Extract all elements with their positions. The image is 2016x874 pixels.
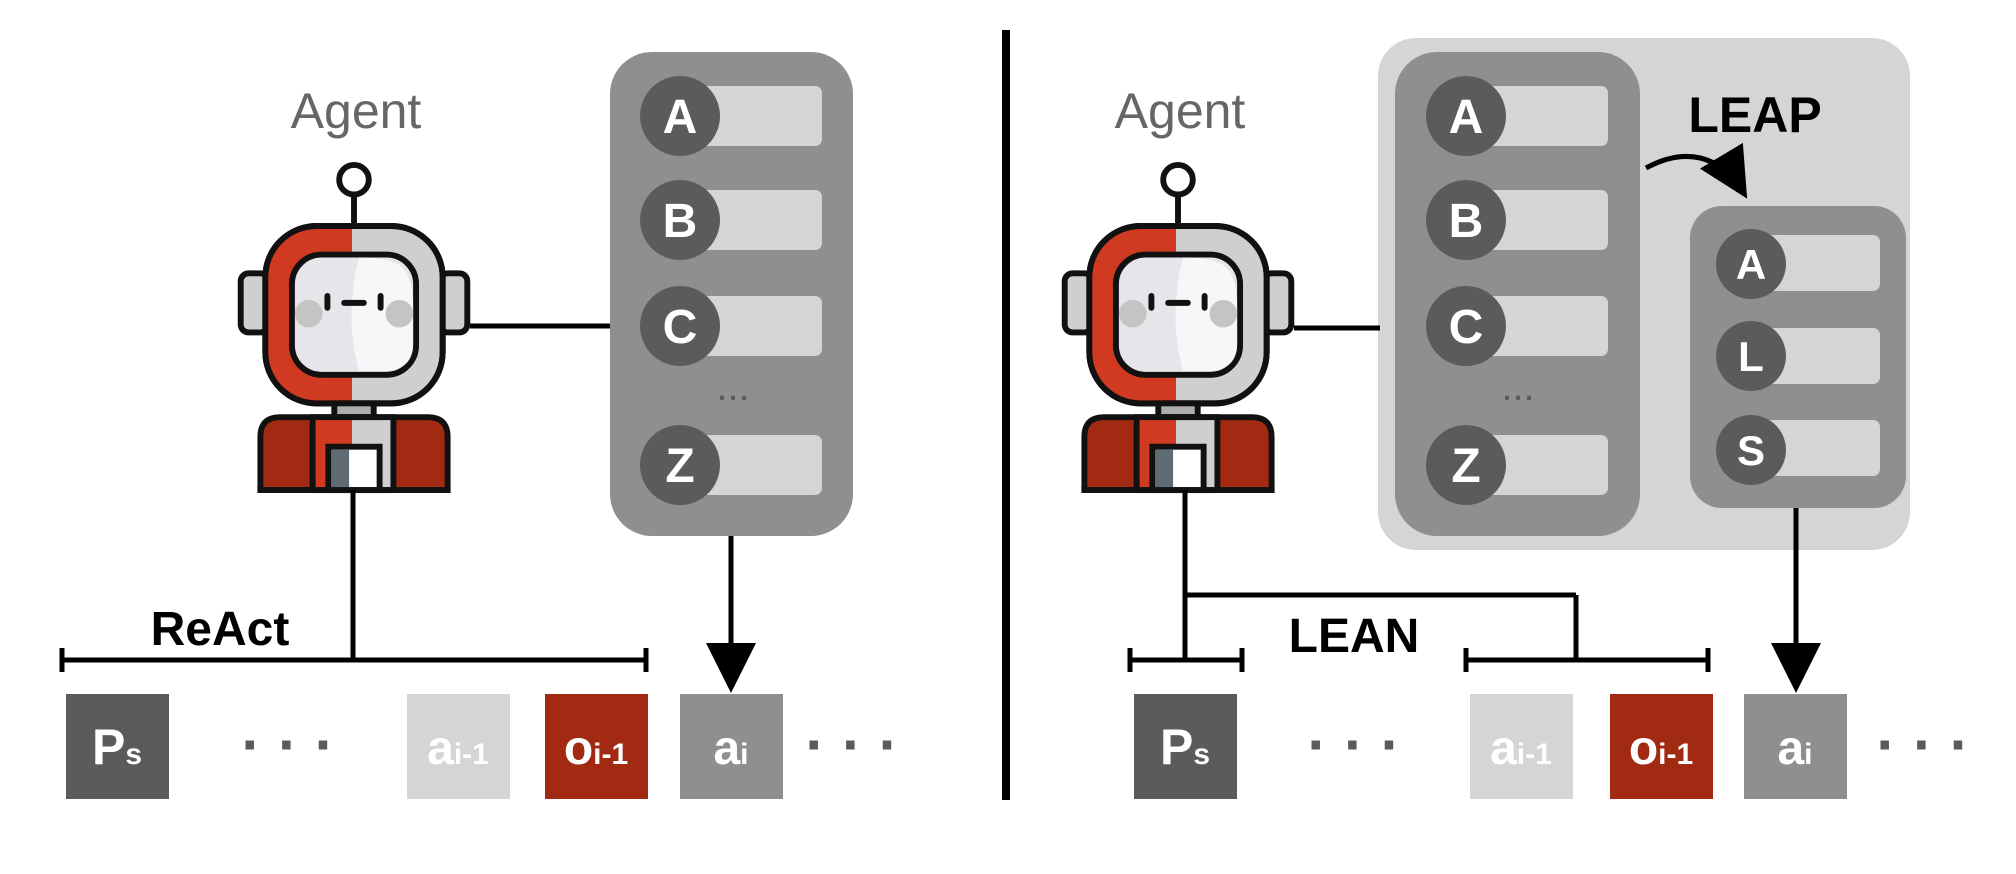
left-prev-action-token: ai-1 (407, 694, 510, 799)
selected-tool-panel: A L S (1690, 206, 1906, 508)
left-prev-action-main: a (427, 722, 454, 775)
left-prompt-token: Ps (66, 694, 169, 799)
selected-tool-l: L (1716, 321, 1880, 391)
selected-tool-s-label: S (1737, 427, 1765, 474)
right-prev-action-main: a (1490, 722, 1517, 775)
right-prev-obs-main: o (1629, 722, 1658, 775)
lean-label: LEAN (1289, 610, 1420, 663)
right-tool-c: C (1426, 286, 1608, 366)
right-trailing-ellipsis: · · · (1876, 711, 1969, 778)
left-tool-b: B (640, 180, 822, 260)
right-action-token: ai (1744, 694, 1847, 799)
left-tool-a-label: A (663, 91, 698, 144)
left-prompt-sub: s (125, 738, 142, 771)
right-sequence: Ps · · · ai-1 oi-1 ai · · · (1134, 694, 1970, 799)
svg-text:Ps: Ps (92, 719, 142, 775)
right-action-main: a (1777, 722, 1804, 775)
left-prev-obs-main: o (564, 722, 593, 775)
right-tool-z-label: Z (1451, 440, 1480, 493)
right-tool-b: B (1426, 180, 1608, 260)
left-tool-b-label: B (663, 195, 698, 248)
svg-text:Ps: Ps (1160, 719, 1210, 775)
left-agent-label: Agent (291, 83, 422, 139)
right-prompt-sub: s (1193, 738, 1210, 771)
left-tool-ellipsis: ... (716, 365, 749, 409)
svg-text:oi-1: oi-1 (1629, 722, 1693, 775)
left-prompt-main: P (92, 719, 125, 775)
lean-bracket-left (1127, 648, 1245, 672)
selected-tool-a-label: A (1736, 241, 1766, 288)
left-tool-c: C (640, 286, 822, 366)
right-robot-icon (1065, 165, 1292, 490)
svg-text:ai: ai (713, 722, 748, 775)
left-tool-z-label: Z (665, 440, 694, 493)
right-tool-ellipsis: ... (1501, 365, 1534, 409)
right-panel: Agent A B C ... (1065, 38, 1970, 799)
right-agent-label: Agent (1115, 83, 1246, 139)
right-tool-b-label: B (1449, 195, 1484, 248)
left-tool-c-label: C (663, 301, 698, 354)
selected-tool-s: S (1716, 415, 1880, 485)
right-action-sub: i (1804, 738, 1812, 771)
right-sequence-ellipsis: · · · (1307, 711, 1400, 778)
left-prev-action-sub: i-1 (454, 738, 489, 771)
react-label: ReAct (151, 603, 290, 656)
right-tool-a: A (1426, 76, 1608, 156)
left-action-main: a (713, 722, 740, 775)
svg-text:ai-1: ai-1 (1490, 722, 1552, 775)
left-prev-obs-sub: i-1 (593, 738, 628, 771)
left-action-sub: i (740, 738, 748, 771)
right-tool-z: Z (1426, 425, 1608, 505)
selected-tool-a: A (1716, 229, 1880, 299)
right-prev-action-sub: i-1 (1517, 738, 1552, 771)
left-tool-a: A (640, 76, 822, 156)
react-bracket (59, 648, 649, 672)
lean-bracket-right (1463, 648, 1711, 672)
right-prompt-token: Ps (1134, 694, 1237, 799)
right-prev-obs-token: oi-1 (1610, 694, 1713, 799)
svg-text:oi-1: oi-1 (564, 722, 628, 775)
right-prev-action-token: ai-1 (1470, 694, 1573, 799)
left-tool-z: Z (640, 425, 822, 505)
svg-text:ai-1: ai-1 (427, 722, 489, 775)
left-robot-icon (241, 165, 468, 490)
leap-curved-arrow (1644, 142, 1748, 199)
right-prev-obs-sub: i-1 (1658, 738, 1693, 771)
svg-text:ai: ai (1777, 722, 1812, 775)
selected-tool-l-label: L (1738, 333, 1764, 380)
left-trailing-ellipsis: · · · (805, 711, 898, 778)
right-tool-c-label: C (1449, 301, 1484, 354)
left-prev-obs-token: oi-1 (545, 694, 648, 799)
left-sequence-ellipsis: · · · (241, 711, 334, 778)
left-action-token: ai (680, 694, 783, 799)
right-tool-panel: A B C ... Z (1395, 52, 1640, 536)
left-sequence: Ps · · · ai-1 oi-1 ai · · · (66, 694, 899, 799)
right-prompt-main: P (1160, 719, 1193, 775)
leap-label: LEAP (1688, 87, 1821, 143)
left-panel: Agent A B C ... (59, 52, 899, 799)
lean-connectors (1182, 490, 1579, 660)
left-tool-panel: A B C ... Z (610, 52, 853, 536)
right-tool-a-label: A (1449, 91, 1484, 144)
